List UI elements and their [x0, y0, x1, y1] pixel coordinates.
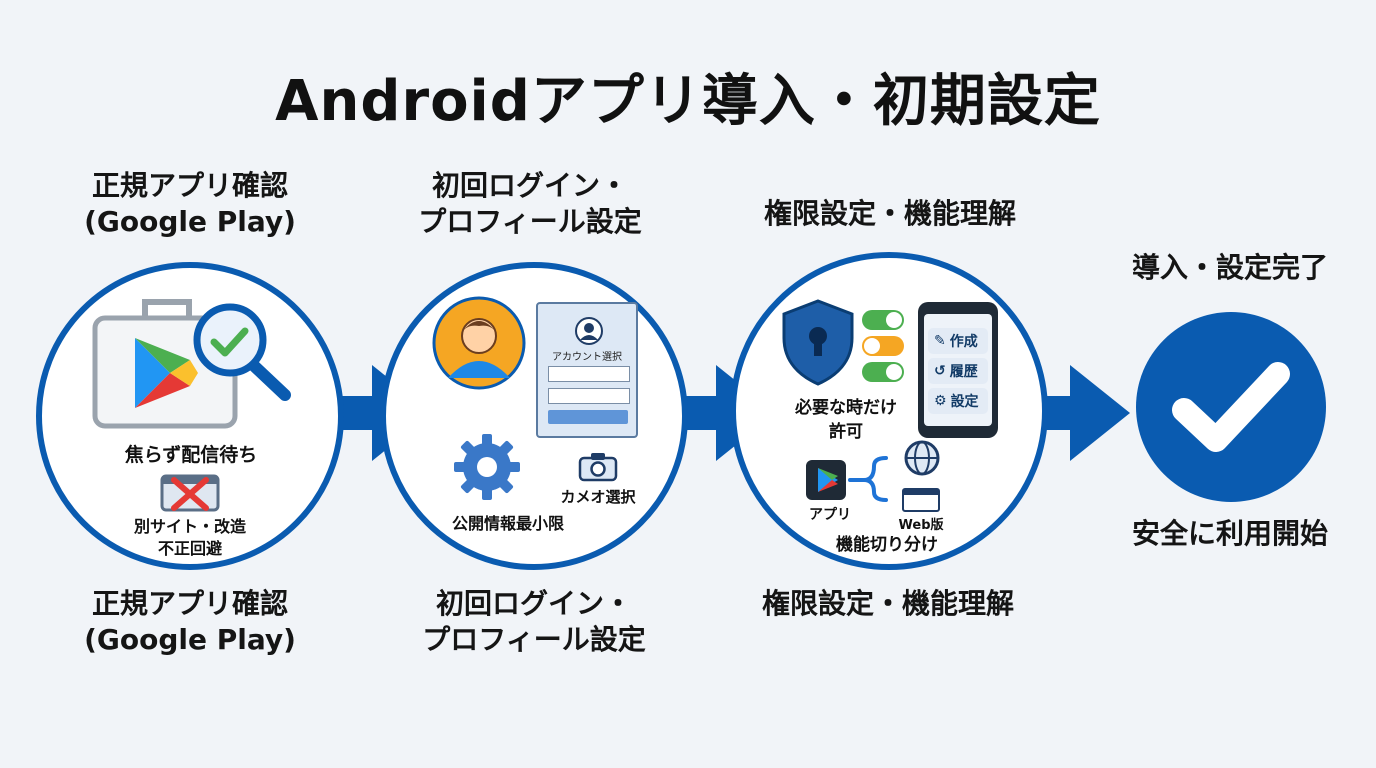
account-form-icon: アカウント選択	[536, 302, 638, 438]
step2-top-line1: 初回ログイン・	[431, 169, 628, 202]
account-select-text: アカウント選択	[552, 352, 622, 363]
avoid-line1: 別サイト・改造	[133, 517, 246, 536]
menu-settings-label: 設定	[950, 394, 979, 410]
history-icon: ↺	[934, 363, 946, 379]
globe-icon	[904, 440, 940, 476]
step4-top-label: 導入・設定完了	[1090, 250, 1370, 286]
camera-icon	[578, 453, 618, 482]
step2-top-label: 初回ログイン・ プロフィール設定	[380, 168, 680, 240]
split-text: 機能切り分け	[836, 535, 938, 555]
gear-icon	[454, 434, 520, 500]
web-label: Web版	[898, 518, 944, 533]
step2-bottom-line2: プロフィール設定	[422, 623, 646, 656]
play-store-icon	[806, 460, 846, 500]
account-submit-bar	[548, 410, 628, 424]
step2-top-line2: プロフィール設定	[418, 205, 642, 238]
step3-bottom-label: 権限設定・機能理解	[728, 586, 1048, 622]
avoid-text: 別サイト・改造 不正回避	[120, 516, 260, 560]
menu-settings: ⚙設定	[928, 388, 988, 414]
step1-bottom-label: 正規アプリ確認 (Google Play)	[40, 586, 340, 658]
step1-bottom-line1: 正規アプリ確認	[91, 587, 288, 620]
step3-top-label: 権限設定・機能理解	[730, 196, 1050, 232]
avoid-line2: 不正回避	[157, 539, 222, 558]
menu-history: ↺履歴	[928, 358, 988, 384]
permission-line1: 必要な時だけ	[795, 398, 897, 418]
step1-graphic	[92, 299, 291, 429]
page-title: Androidアプリ導入・初期設定	[275, 69, 1101, 134]
pencil-icon: ✎	[934, 333, 946, 349]
toggle-icon	[862, 310, 904, 330]
checkmark-icon	[1172, 362, 1290, 452]
step1-bottom-line2: (Google Play)	[84, 623, 296, 656]
camera-select-text: カメオ選択	[560, 488, 636, 506]
account-field-1	[548, 366, 630, 382]
menu-create: ✎作成	[928, 328, 988, 354]
magnifier-check-icon	[193, 303, 291, 401]
step2-bottom-label: 初回ログイン・ プロフィール設定	[384, 586, 684, 658]
cog-icon: ⚙	[934, 393, 947, 409]
user-avatar-icon	[432, 296, 526, 390]
permission-text: 必要な時だけ 許可	[776, 396, 916, 444]
play-store-icon	[135, 338, 198, 408]
step3-top-line1: 権限設定・機能理解	[763, 197, 1016, 230]
toggle-icon	[862, 336, 904, 356]
smartphone-icon: ✎作成 ↺履歴 ⚙設定	[918, 302, 998, 438]
app-label: アプリ	[809, 507, 851, 523]
toggle-icon	[862, 362, 904, 382]
step1-top-label: 正規アプリ確認 (Google Play)	[40, 168, 340, 240]
shield-lock-icon	[782, 299, 854, 386]
menu-create-label: 作成	[949, 334, 978, 350]
account-avatar-icon	[575, 317, 603, 345]
browser-icon	[902, 488, 940, 512]
public-info-text: 公開情報最小限	[451, 514, 564, 533]
app-web-graphic	[806, 440, 940, 502]
permission-line2: 許可	[829, 422, 863, 442]
step4-top-line1: 導入・設定完了	[1131, 251, 1328, 284]
menu-history-label: 履歴	[949, 364, 978, 380]
step1-top-line2: (Google Play)	[84, 205, 296, 238]
step1-top-line1: 正規アプリ確認	[91, 169, 288, 202]
account-field-2	[548, 388, 630, 404]
step4-bottom-label: 安全に利用開始	[1090, 516, 1370, 552]
wait-text: 焦らず配信待ち	[124, 444, 258, 466]
blocked-site-icon	[160, 474, 220, 512]
step3-bottom-line1: 権限設定・機能理解	[761, 587, 1014, 620]
step2-bottom-line1: 初回ログイン・	[435, 587, 632, 620]
step4-bottom-line1: 安全に利用開始	[1131, 517, 1328, 550]
